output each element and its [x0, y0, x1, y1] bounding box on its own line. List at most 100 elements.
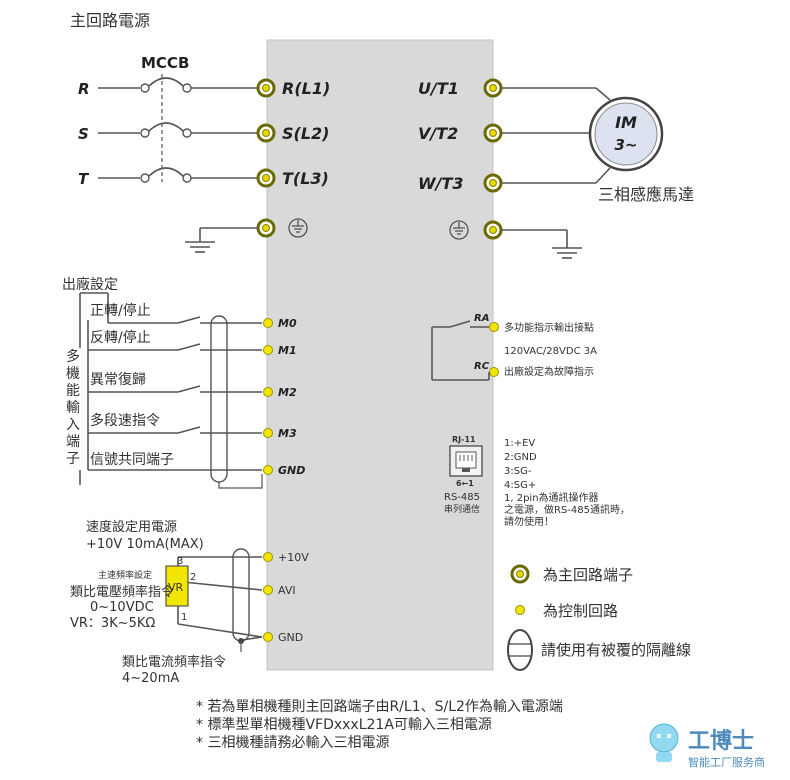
terminal-vt2-label: V/T2: [418, 124, 458, 143]
legend-main-terminal: 為主回路端子: [543, 566, 633, 584]
terminal-sl2-label: S(L2): [282, 124, 329, 143]
legend-shield-icon: [507, 629, 533, 671]
input-wires: [98, 77, 258, 183]
relay-output: [431, 320, 499, 381]
svg-text:子: 子: [66, 451, 80, 467]
relay-desc1: 多功能指示輸出接點: [504, 321, 594, 334]
rj11-pin2: 2:GND: [504, 452, 537, 463]
vr-desc1: 主速頻率設定: [98, 569, 152, 581]
drive-body: [266, 39, 494, 671]
ground-icon-right: [449, 220, 469, 240]
input-s-label: S: [78, 125, 89, 143]
vr-box: [165, 565, 189, 607]
vr-range: 0~10VDC: [90, 600, 154, 615]
svg-text:入: 入: [66, 417, 80, 433]
vr-pin2: 2: [190, 572, 196, 583]
ground-terminal-left: [256, 218, 276, 238]
rj11-label: RJ-11: [452, 435, 476, 444]
terminal-gnd2-label: GND: [278, 631, 303, 644]
input-r-label: R: [78, 80, 90, 98]
svg-text:端: 端: [66, 434, 80, 450]
svg-text:多: 多: [66, 348, 80, 365]
legend-main-terminal-icon: [510, 564, 530, 584]
switch-multi-label: 多段速指令: [90, 412, 160, 429]
rj11-pin1: 1:+EV: [504, 438, 535, 449]
ground-icon-left: [288, 218, 308, 238]
watermark-sub: 智能工厂服务商: [688, 755, 765, 769]
vr-pin1: 1: [181, 612, 187, 623]
switch-reset-label: 異常復歸: [90, 371, 146, 388]
watermark-brand: 工博士: [688, 728, 754, 754]
main-terminal-sl2: [256, 123, 276, 143]
rj11-pin4: 4:SG+: [504, 480, 536, 491]
diagram-title: 主回路電源: [70, 11, 150, 30]
relay-desc2: 出廠設定為故障指示: [504, 365, 594, 378]
terminal-ut1-label: U/T1: [418, 79, 459, 98]
earth-icon-left: [185, 227, 258, 253]
motor-icon: [588, 96, 664, 172]
control-terminals: [263, 318, 273, 642]
switch-rows: [87, 293, 262, 471]
rj11-port-icon: [449, 445, 483, 477]
watermark-robot-icon: [649, 723, 679, 762]
switch-fwd-label: 正轉/停止: [90, 302, 151, 319]
current-cmd-title: 類比電流頻率指令: [122, 654, 226, 670]
terminal-m1-label: M1: [278, 344, 297, 357]
ground-terminal-right: [483, 220, 503, 240]
vr-label: VR: [168, 581, 184, 594]
terminal-m3-label: M3: [278, 427, 297, 440]
serial-comm-label: 串列通信: [444, 503, 480, 515]
rj11-note2: 之電源，做RS-485通訊時，: [504, 503, 630, 516]
legend-control: 為控制回路: [543, 602, 618, 620]
switch-rev-label: 反轉/停止: [90, 329, 151, 346]
legend-control-icon: [515, 605, 525, 615]
mf-input-vertical-label: 多 機 能 輸 入 端 子: [66, 348, 80, 467]
relay-rating: 120VAC/28VDC 3A: [504, 346, 597, 357]
rj11-note3: 請勿使用！: [504, 515, 554, 528]
main-terminal-ut1: [483, 78, 503, 98]
main-terminal-rl1: [256, 78, 276, 98]
earth-icon-right: [501, 229, 582, 259]
motor-label-phase: 3~: [614, 136, 637, 154]
mccb-label: MCCB: [141, 54, 189, 72]
relay-ra-label: RA: [474, 313, 489, 324]
legend-shield: 請使用有被覆的隔離線: [541, 641, 691, 659]
note-2: * 標準型單相機種VFDxxxL21A可輸入三相電源: [196, 717, 492, 733]
rj11-note1: 1, 2pin為通訊操作器: [504, 491, 599, 504]
svg-text:機: 機: [66, 366, 80, 382]
vr-value: VR：3K~5KΩ: [70, 616, 155, 631]
relay-rc-label: RC: [474, 361, 490, 372]
terminal-rl1-label: R(L1): [282, 79, 330, 98]
main-terminal-tl3: [256, 168, 276, 188]
main-terminal-vt2: [483, 123, 503, 143]
rj11-pins-label: 6←1: [456, 479, 474, 488]
svg-text:輸: 輸: [66, 400, 80, 416]
terminal-m2-label: M2: [278, 386, 297, 399]
note-1: * 若為單相機種則主回路端子由R/L1、S/L2作為輸入電源端: [196, 699, 563, 715]
terminal-m0-label: M0: [278, 317, 297, 330]
speed-supply-rating: +10V 10mA(MAX): [86, 537, 204, 552]
speed-supply-title: 速度設定用電源: [86, 519, 177, 535]
terminal-wt3-label: W/T3: [418, 174, 464, 193]
terminal-avi-label: AVI: [278, 584, 296, 597]
svg-text:能: 能: [66, 383, 80, 399]
shield-cable-analog: [232, 548, 250, 652]
current-cmd-range: 4~20mA: [122, 671, 179, 686]
note-3: * 三相機種請務必輸入三相電源: [196, 735, 389, 751]
vr-desc2: 類比電壓頻率指令: [70, 584, 174, 600]
terminal-10v-label: +10V: [278, 551, 309, 564]
motor-caption: 三相感應馬達: [598, 185, 694, 204]
main-terminal-wt3: [483, 173, 503, 193]
rj11-pin3: 3:SG-: [504, 466, 532, 477]
terminal-gnd-label: GND: [278, 464, 305, 477]
terminal-tl3-label: T(L3): [282, 169, 329, 188]
factory-setting-label: 出廠設定: [62, 276, 118, 293]
vr-pin3: 3: [177, 556, 183, 567]
rs485-label: RS-485: [444, 492, 480, 503]
input-t-label: T: [78, 170, 90, 188]
switch-common-label: 信號共同端子: [90, 452, 174, 468]
shield-cable-inputs: [210, 315, 263, 489]
motor-label-im: IM: [615, 113, 637, 132]
motor-wires: [501, 87, 611, 184]
